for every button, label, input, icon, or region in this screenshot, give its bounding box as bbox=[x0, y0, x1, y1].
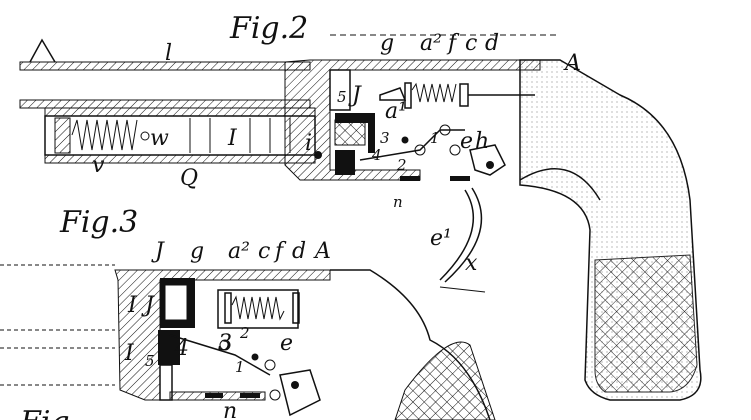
figure-2-labels: l g a² f c d A 5 J a¹ w I i 3 1 e h v 4 … bbox=[92, 31, 581, 276]
label-x: x bbox=[465, 251, 478, 276]
label-2: 2 bbox=[239, 324, 250, 342]
label-c: c bbox=[465, 31, 477, 56]
label-e1: e¹ bbox=[430, 226, 452, 251]
label-i: i bbox=[305, 131, 312, 156]
figure-3-title: Fig.3 bbox=[59, 205, 138, 240]
figure-2-drawing bbox=[19, 34, 702, 401]
label-g: g bbox=[380, 31, 394, 56]
label-v: v bbox=[92, 153, 105, 178]
label-Q: Q bbox=[180, 166, 198, 191]
label-I: I bbox=[227, 126, 238, 151]
label-1: 1 bbox=[430, 129, 440, 147]
figure-partial-title: Fig. bbox=[19, 405, 79, 420]
label-l: l bbox=[165, 41, 172, 66]
label-e: e bbox=[460, 129, 473, 154]
label-g: g bbox=[190, 239, 204, 264]
label-h: h bbox=[475, 129, 489, 154]
label-I-lower: I bbox=[124, 341, 135, 366]
label-a1: a¹ bbox=[385, 99, 407, 124]
label-5: 5 bbox=[145, 352, 155, 370]
label-a2: a² bbox=[420, 31, 442, 56]
label-n: n bbox=[223, 399, 237, 420]
label-a2: a² bbox=[228, 239, 250, 264]
label-e: e bbox=[280, 331, 293, 356]
label-A: A bbox=[313, 239, 331, 264]
label-f: f bbox=[273, 239, 287, 264]
label-I: I bbox=[127, 293, 138, 318]
label-n: n bbox=[393, 193, 403, 211]
label-d: d bbox=[292, 239, 306, 264]
label-J-inner: J bbox=[141, 293, 155, 318]
label-2: 2 bbox=[396, 156, 407, 174]
label-3: 3 bbox=[218, 331, 232, 356]
label-A: A bbox=[563, 51, 581, 76]
label-f: f bbox=[446, 31, 460, 56]
label-J: J bbox=[151, 239, 165, 264]
label-c: c bbox=[258, 239, 270, 264]
label-5: 5 bbox=[337, 88, 347, 106]
label-3: 3 bbox=[380, 129, 390, 147]
label-1: 1 bbox=[235, 358, 245, 376]
label-4: 4 bbox=[174, 336, 189, 361]
figure-3-drawing bbox=[0, 264, 496, 420]
label-d: d bbox=[485, 31, 499, 56]
figure-2-title: Fig.2 bbox=[229, 11, 308, 46]
label-J: J bbox=[348, 83, 362, 108]
label-w: w bbox=[150, 126, 169, 151]
label-4: 4 bbox=[371, 146, 382, 164]
